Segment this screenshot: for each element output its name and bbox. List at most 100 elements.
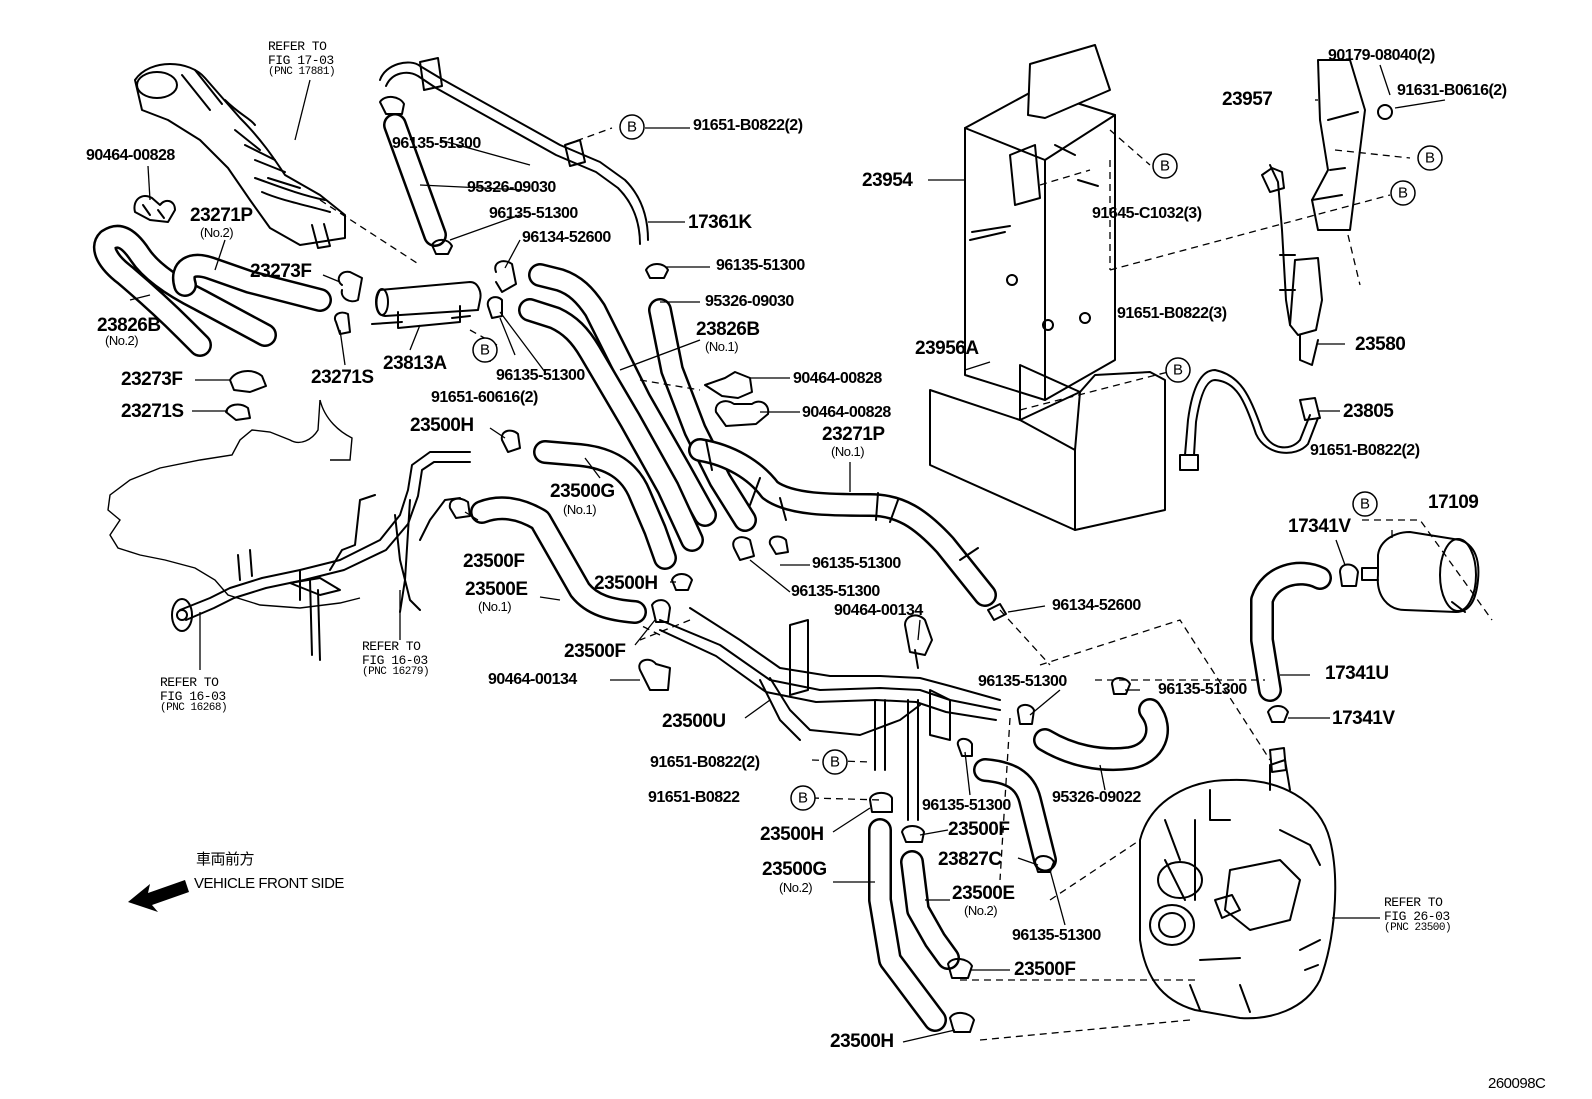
part-label: 23500F bbox=[1014, 959, 1076, 980]
leader-lines bbox=[129, 64, 1446, 1043]
pipe-17361K bbox=[379, 57, 649, 245]
b-marker: B bbox=[1417, 145, 1443, 171]
valve-23813A bbox=[371, 281, 482, 329]
hose-23826B-no1 bbox=[518, 263, 717, 552]
hose-95326-09030-mid bbox=[648, 298, 757, 532]
bracket-23956A bbox=[929, 364, 1166, 531]
air-intake-tube bbox=[134, 63, 346, 249]
part-label: 17341U bbox=[1325, 663, 1389, 684]
part-label: 95326-09022 bbox=[1052, 789, 1141, 806]
part-label: 23500F bbox=[564, 641, 626, 662]
hose-23500E-no1 bbox=[470, 496, 647, 624]
b-marker: B bbox=[822, 749, 848, 775]
part-label: 96135-51300 bbox=[489, 205, 578, 222]
refer-line: FIG 17-03 bbox=[268, 52, 334, 68]
clip-90464-00134 bbox=[638, 614, 933, 691]
refer-line: REFER TO bbox=[268, 39, 327, 54]
part-label: 23500F bbox=[948, 819, 1010, 840]
part-label: 96135-51300 bbox=[791, 583, 880, 600]
part-label: 90464-00828 bbox=[793, 370, 882, 387]
part-label: 23500H bbox=[594, 573, 658, 594]
part-label: 23500U bbox=[662, 711, 726, 732]
b-marker: B bbox=[1390, 180, 1416, 206]
part-label: 96135-51300 bbox=[496, 367, 585, 384]
part-label: 91631-B0616(2) bbox=[1397, 82, 1507, 99]
refer-line: (PNC 16268) bbox=[160, 702, 228, 715]
part-label: 91651-B0822(2) bbox=[693, 117, 803, 134]
pipe-assembly-left bbox=[171, 451, 471, 661]
part-label: 23500G bbox=[762, 859, 827, 880]
part-label: 23500H bbox=[410, 415, 474, 436]
part-sub-label: (No.1) bbox=[831, 444, 865, 459]
part-sub-label: (No.1) bbox=[563, 502, 597, 517]
bracket-23957 bbox=[1311, 59, 1393, 231]
b-marker: B bbox=[619, 114, 645, 140]
part-label: 23271S bbox=[311, 367, 374, 388]
part-sub-label: (No.1) bbox=[705, 339, 739, 354]
hose-23500G-no1 bbox=[533, 440, 677, 570]
part-sub-label: (No.1) bbox=[478, 599, 512, 614]
part-sub-label: (No.2) bbox=[105, 333, 139, 348]
clip-90464-00828-left bbox=[133, 194, 176, 223]
refer-line: FIG 16-03 bbox=[160, 688, 226, 704]
part-label: 23500H bbox=[760, 824, 824, 845]
svg-text:B: B bbox=[1360, 496, 1370, 513]
svg-text:B: B bbox=[830, 754, 840, 771]
part-label: 96135-51300 bbox=[1012, 927, 1101, 944]
b-marker: B bbox=[1352, 491, 1378, 517]
canister-17109 bbox=[1361, 531, 1480, 613]
part-label: 23500E bbox=[465, 579, 528, 600]
refer-line: (PNC 17881) bbox=[268, 66, 336, 79]
hose-23500G-no2 bbox=[868, 792, 947, 1032]
part-label: 91651-B0822 bbox=[648, 789, 740, 806]
part-label: 95326-09030 bbox=[467, 179, 556, 196]
part-label: 23271S bbox=[121, 401, 184, 422]
refer-line: REFER TO bbox=[1384, 895, 1443, 910]
part-label: 23500E bbox=[952, 883, 1015, 904]
part-label: 96135-51300 bbox=[922, 797, 1011, 814]
part-label: 90464-00134 bbox=[488, 671, 577, 688]
engine-outline bbox=[107, 399, 361, 609]
diagram-code: 260098C bbox=[1488, 1075, 1546, 1092]
part-label: 96135-51300 bbox=[392, 135, 481, 152]
part-label: 23813A bbox=[383, 353, 447, 374]
svg-text:B: B bbox=[798, 790, 808, 807]
part-label: 95326-09030 bbox=[705, 293, 794, 310]
pipe-bracket-23500U bbox=[659, 607, 1001, 821]
part-label: 90464-00828 bbox=[802, 404, 891, 421]
part-label: 17341V bbox=[1332, 708, 1395, 729]
vehicle-front-arrow-icon bbox=[128, 880, 189, 912]
regulator-assembly bbox=[1139, 747, 1337, 1020]
part-label: 91651-B0822(2) bbox=[1310, 442, 1420, 459]
part-label: 90464-00828 bbox=[86, 147, 175, 164]
part-label: 23271P bbox=[190, 205, 253, 226]
part-sub-label: (No.2) bbox=[200, 225, 234, 240]
part-label: 96134-52600 bbox=[522, 229, 611, 246]
svg-text:B: B bbox=[627, 119, 637, 136]
part-label: 96135-51300 bbox=[716, 257, 805, 274]
svg-text:B: B bbox=[1160, 158, 1170, 175]
refer-fig-17-03: REFER TO FIG 17-03 (PNC 17881) bbox=[268, 39, 336, 79]
refer-line: (PNC 23500) bbox=[1384, 922, 1452, 935]
refer-line: FIG 26-03 bbox=[1384, 908, 1450, 924]
vehicle-front-label-jp: 車両前方 bbox=[196, 851, 255, 868]
part-label: 90179-08040(2) bbox=[1328, 47, 1435, 64]
svg-text:B: B bbox=[1425, 150, 1435, 167]
refer-line: (PNC 16279) bbox=[362, 666, 430, 679]
part-label: 17109 bbox=[1428, 492, 1479, 513]
refer-line: REFER TO bbox=[362, 639, 421, 654]
b-marker: B bbox=[1152, 153, 1178, 179]
part-label: 96134-52600 bbox=[1052, 597, 1141, 614]
hose-23271P-no2 bbox=[171, 253, 332, 312]
part-label: 17341V bbox=[1288, 516, 1351, 537]
part-label: 23273F bbox=[121, 369, 183, 390]
part-label: 23805 bbox=[1343, 401, 1394, 422]
part-label: 17361K bbox=[688, 212, 752, 233]
vehicle-front-label: VEHICLE FRONT SIDE bbox=[194, 875, 344, 892]
hose-23271P-no1 bbox=[688, 438, 997, 607]
part-label: 23827C bbox=[938, 849, 1002, 870]
b-marker: B bbox=[472, 337, 498, 363]
clamps-23273F-23271S bbox=[225, 270, 363, 421]
